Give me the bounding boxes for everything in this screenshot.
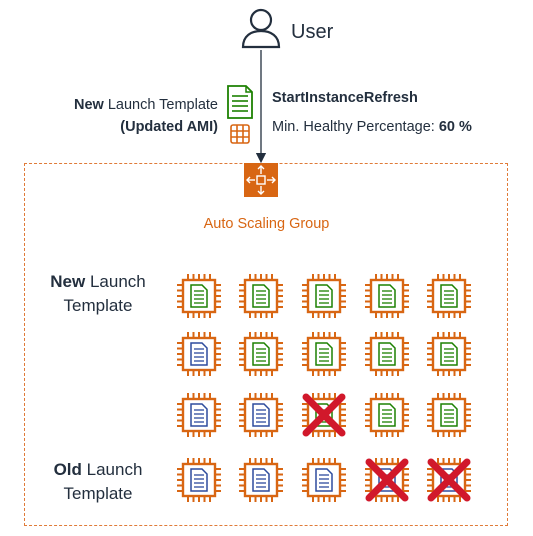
auto-scaling-icon	[244, 163, 278, 197]
old-template-doc-icon	[190, 468, 208, 492]
terminated-cross-icon	[365, 458, 409, 502]
auto-scaling-group-label: Auto Scaling Group	[203, 216, 330, 232]
terminated-cross-icon	[302, 393, 346, 437]
new-template-doc-icon	[378, 403, 396, 427]
launch-template-doc-icon	[227, 85, 253, 119]
instance-chip-r2-c1-old	[177, 332, 221, 376]
new-template-doc-icon	[190, 284, 208, 308]
new-launch-template-row-label: New Launch Template	[28, 270, 168, 318]
old-row-line2: Template	[63, 484, 133, 503]
new-row-bold: New	[50, 272, 86, 291]
instance-chip-r1-c4-new	[365, 274, 409, 318]
new-launch-template-label: New Launch Template (Updated AMI)	[40, 94, 218, 138]
new-template-doc-icon	[440, 403, 458, 427]
instance-chip-r4-c2-old	[239, 458, 283, 502]
user-icon	[241, 8, 281, 49]
instance-chip-r3-c2-old	[239, 393, 283, 437]
instance-chip-r1-c1-new	[177, 274, 221, 318]
instance-chip-r3-c5-new	[427, 393, 471, 437]
new-template-doc-icon	[252, 284, 270, 308]
ami-icon	[230, 124, 250, 144]
instance-chip-r1-c5-new	[427, 274, 471, 318]
new-template-doc-icon	[440, 284, 458, 308]
instance-chip-r2-c2-new	[239, 332, 283, 376]
old-row-bold: Old	[53, 460, 82, 479]
instance-grid	[177, 274, 471, 502]
instance-chip-r1-c2-new	[239, 274, 283, 318]
instance-chip-r3-c3-terminated	[302, 393, 346, 437]
old-template-doc-icon	[315, 468, 333, 492]
instance-chip-r1-c3-new	[302, 274, 346, 318]
min-healthy-percentage: Min. Healthy Percentage: 60 %	[272, 119, 472, 135]
new-template-doc-icon	[440, 342, 458, 366]
instance-chip-r4-c4-terminated-old	[365, 458, 409, 502]
instance-chip-r4-c3-old	[302, 458, 346, 502]
new-template-doc-icon	[378, 342, 396, 366]
new-template-doc-icon	[378, 284, 396, 308]
new-template-doc-icon	[315, 284, 333, 308]
lt-label-bold: New	[73, 97, 104, 113]
new-template-doc-icon	[315, 342, 333, 366]
new-row-rest: Launch	[85, 272, 146, 291]
new-template-doc-icon	[252, 342, 270, 366]
old-launch-template-row-label: Old Launch Template	[28, 458, 168, 506]
instance-chip-r3-c1-old	[177, 393, 221, 437]
new-row-line2: Template	[63, 296, 133, 315]
instance-chip-r3-c4-new	[365, 393, 409, 437]
instance-chip-r4-c5-terminated-old	[427, 458, 471, 502]
min-healthy-label: Min. Healthy Percentage:	[272, 119, 439, 135]
instance-chip-r2-c4-new	[365, 332, 409, 376]
old-row-rest: Launch	[81, 460, 143, 479]
old-template-doc-icon	[252, 403, 270, 427]
instance-chip-r4-c1-old	[177, 458, 221, 502]
user-label: User	[291, 21, 334, 43]
terminated-cross-icon	[427, 458, 471, 502]
old-template-doc-icon	[252, 468, 270, 492]
lt-label-rest: Launch Template	[103, 97, 218, 113]
instance-chip-r2-c5-new	[427, 332, 471, 376]
instance-chip-r2-c3-new	[302, 332, 346, 376]
old-template-doc-icon	[190, 342, 208, 366]
lt-label-line2: (Updated AMI)	[120, 119, 218, 135]
old-template-doc-icon	[190, 403, 208, 427]
start-instance-refresh-title: StartInstanceRefresh	[272, 90, 418, 106]
min-healthy-value: 60 %	[438, 119, 472, 135]
